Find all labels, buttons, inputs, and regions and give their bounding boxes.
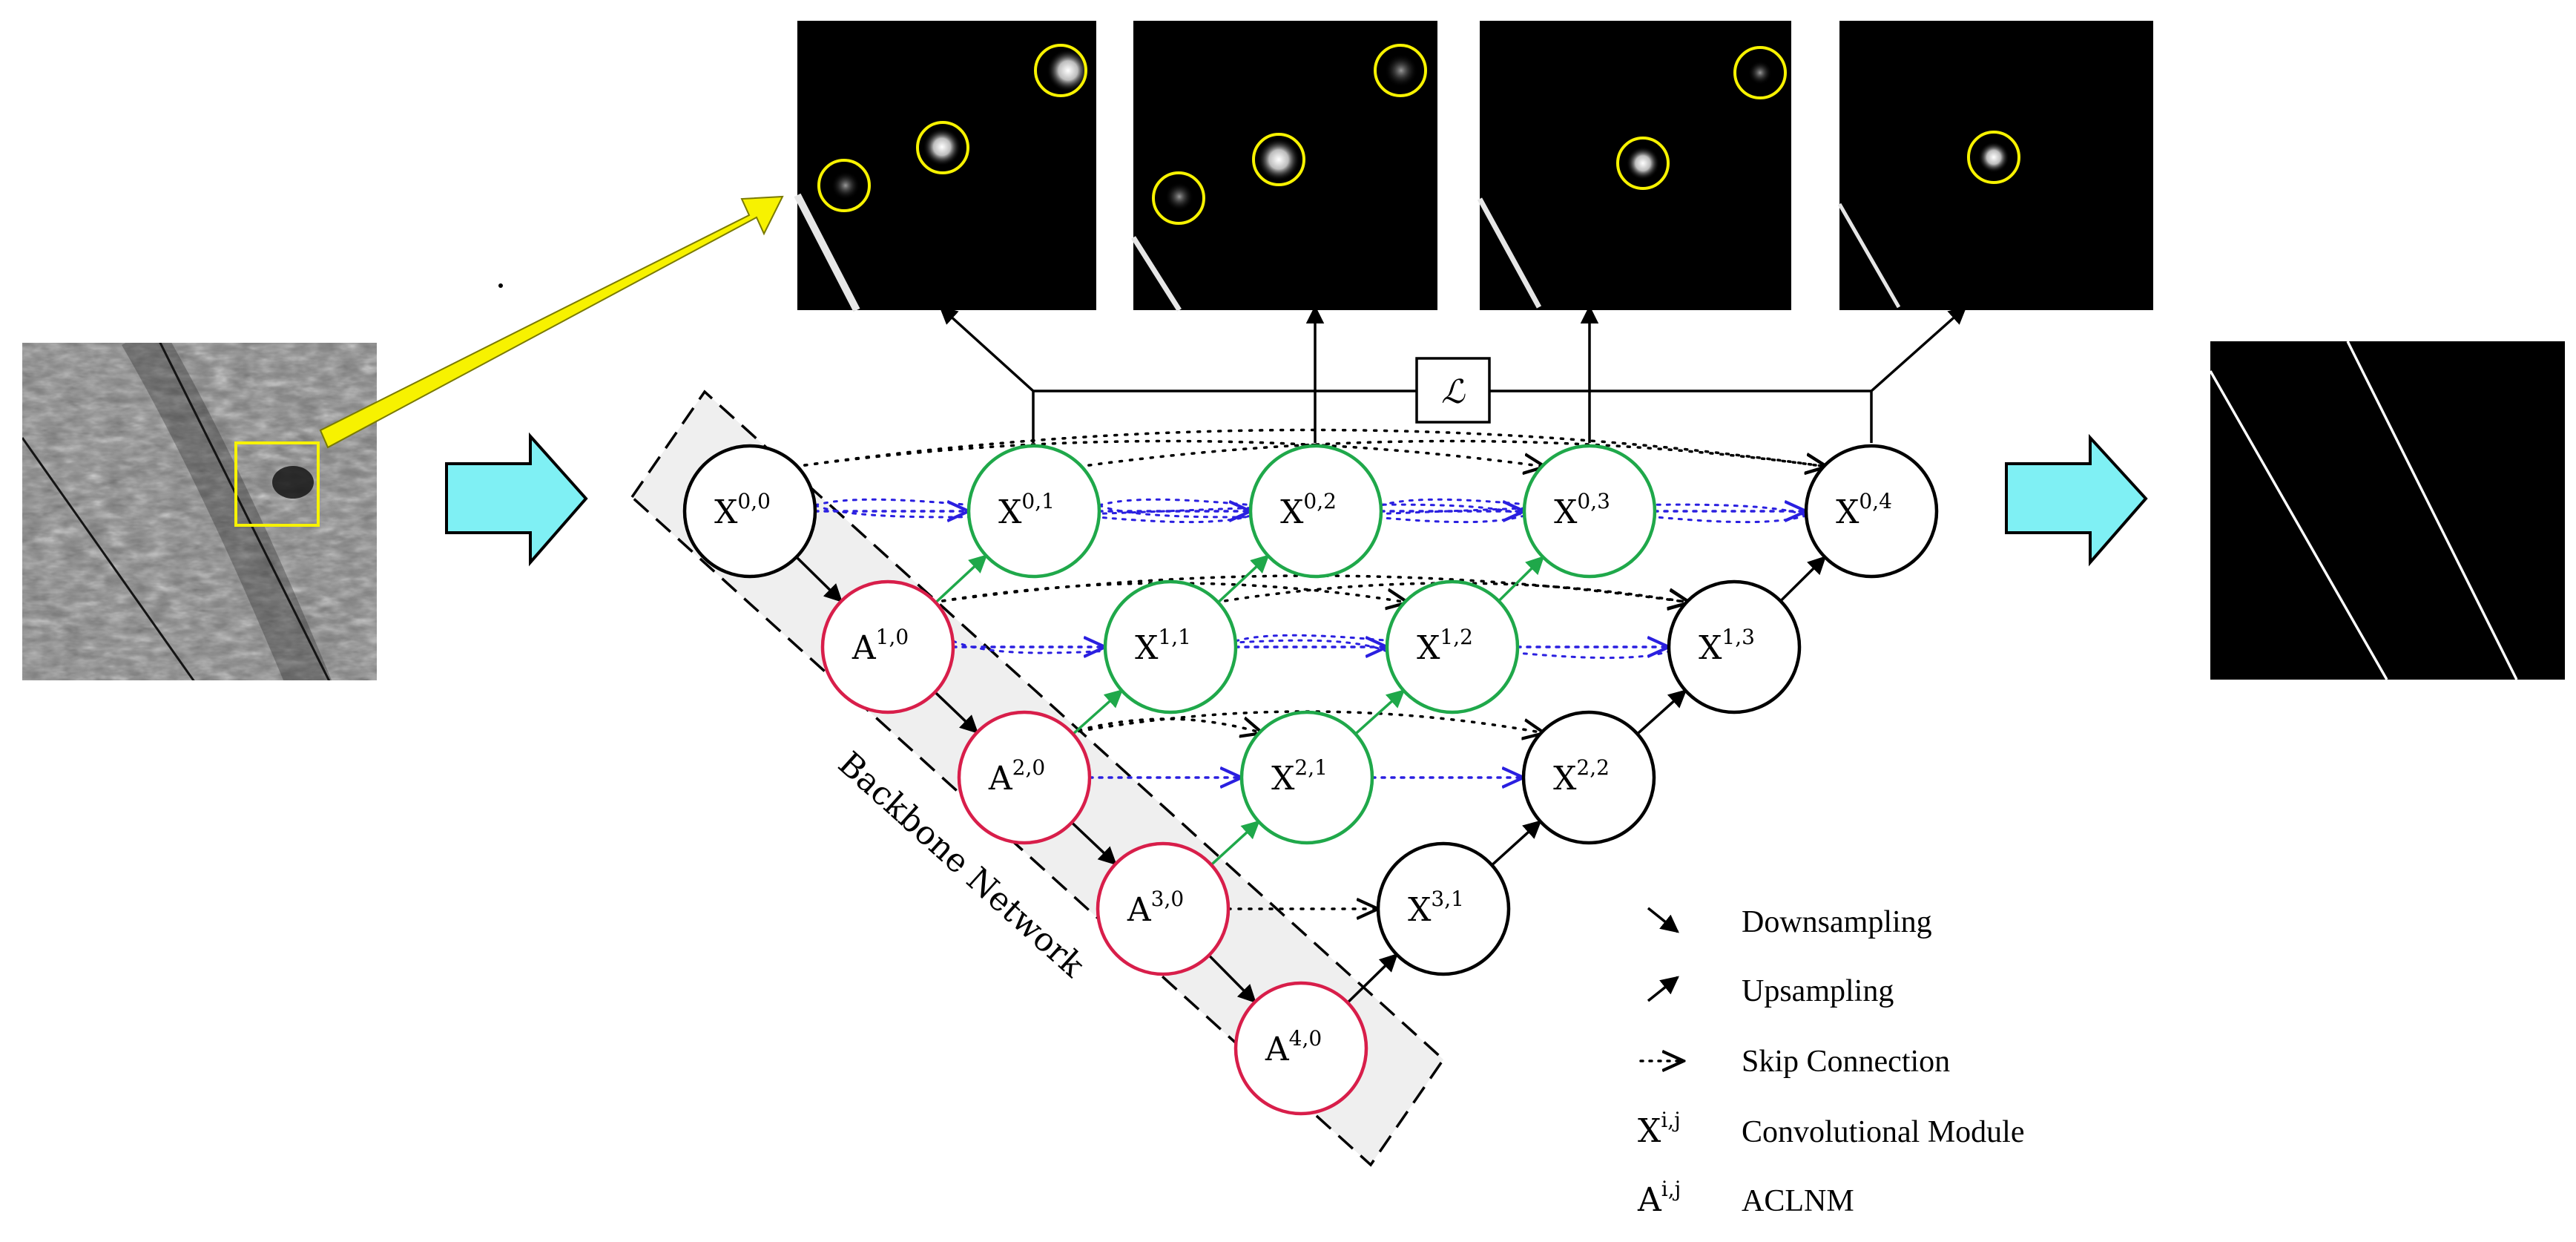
node-a20: A2,0 xyxy=(957,710,1092,845)
node-label: A3,0 xyxy=(1127,887,1184,929)
node-x13: X1,3 xyxy=(1667,579,1802,714)
node-x03: X0,3 xyxy=(1522,444,1657,579)
upsampling-edge xyxy=(1072,689,1124,735)
node-x22: X2,2 xyxy=(1521,710,1656,845)
output-mask-image xyxy=(2210,341,2565,680)
dense-skip-arc xyxy=(1234,634,1670,660)
node-x31: X3,1 xyxy=(1376,841,1511,976)
target-ring xyxy=(1733,46,1787,99)
downsampling-icon xyxy=(1647,907,1679,933)
node-x04: X0,4 xyxy=(1804,444,1939,579)
target-ring xyxy=(1152,171,1205,225)
upsampling-icon xyxy=(1647,976,1679,1002)
node-a30: A3,0 xyxy=(1096,841,1231,976)
node-label: A4,0 xyxy=(1265,1026,1322,1068)
loss-box xyxy=(1415,357,1491,424)
target-ring xyxy=(1252,133,1305,186)
target-ring xyxy=(1967,131,2020,184)
downsampling-edge xyxy=(934,691,979,734)
legend-item-5: Ai,j ACLNM xyxy=(1637,1177,1854,1219)
node-x01: X0,1 xyxy=(966,444,1101,579)
node-label: X2,1 xyxy=(1271,755,1328,798)
feature-map-2 xyxy=(1131,21,1437,312)
roi-box xyxy=(234,441,320,527)
legend-label: Downsampling xyxy=(1742,905,1932,939)
upsampling-edge xyxy=(1210,820,1260,866)
node-label: X1,1 xyxy=(1135,625,1191,667)
feature-map-3 xyxy=(1477,21,1791,310)
legend-label: Convolutional Module xyxy=(1742,1115,2025,1149)
target-ring xyxy=(1034,44,1087,97)
upsampling-edge xyxy=(1346,953,1398,1004)
skip-arc xyxy=(1067,719,1262,733)
node-a40: A4,0 xyxy=(1233,981,1368,1116)
upsampling-edge xyxy=(1498,556,1545,602)
output-flow-arrow xyxy=(2005,433,2148,567)
loss-symbol: ℒ xyxy=(1441,373,1466,411)
target-ring xyxy=(817,159,871,212)
legend-item-1: Downsampling xyxy=(1647,905,1932,939)
node-x00: X0,0 xyxy=(682,444,817,579)
upsampling-edge xyxy=(1354,689,1406,735)
skip-arc xyxy=(1077,439,1827,467)
node-label: X2,2 xyxy=(1553,755,1610,798)
target-ring xyxy=(1616,137,1670,190)
upsampling-edge xyxy=(935,554,988,604)
input-image xyxy=(22,343,377,680)
input-flow-arrow xyxy=(445,432,588,567)
node-label: X0,1 xyxy=(998,489,1055,531)
legend-item-3: Skip Connection xyxy=(1639,1045,1950,1079)
legend-label: Upsampling xyxy=(1742,974,1894,1008)
skip-arc xyxy=(793,428,1827,467)
dense-skip-arc xyxy=(814,503,1526,519)
legend-symbol: Xi,j xyxy=(1638,1108,1681,1150)
upsampling-edge xyxy=(1217,554,1270,604)
legend-item-4: Xi,j Convolutional Module xyxy=(1638,1108,2025,1150)
target-ring xyxy=(916,121,969,174)
downsampling-edge xyxy=(1208,954,1256,1004)
skip-arc xyxy=(793,439,1545,467)
node-x02: X0,2 xyxy=(1248,444,1383,579)
node-label: X0,2 xyxy=(1280,489,1337,531)
feature-maps xyxy=(794,21,2153,312)
node-x12: X1,2 xyxy=(1385,579,1520,714)
legend-item-2: Upsampling xyxy=(1647,974,1894,1008)
node-label: X0,4 xyxy=(1836,489,1892,531)
node-label: X0,0 xyxy=(714,489,771,531)
downsampling-edge xyxy=(1070,821,1117,866)
target-ring xyxy=(1374,44,1427,97)
upsampling-edge xyxy=(1636,689,1687,735)
node-label: X3,1 xyxy=(1408,887,1464,929)
node-label: A1,0 xyxy=(851,625,909,667)
feature-map-1 xyxy=(794,21,1096,312)
upsampling-edge xyxy=(1491,820,1542,867)
upsampling-edge xyxy=(1779,556,1827,602)
legend-label: Skip Connection xyxy=(1742,1045,1950,1079)
node-label: X0,3 xyxy=(1554,489,1610,531)
node-x11: X1,1 xyxy=(1103,579,1238,714)
feature-map-4 xyxy=(1837,21,2153,310)
downsampling-edge xyxy=(795,556,843,603)
node-label: X1,2 xyxy=(1417,625,1473,667)
legend-label: ACLNM xyxy=(1742,1184,1854,1218)
node-label: A2,0 xyxy=(988,755,1045,798)
nodes: X0,0 X0,1 X0,2 X0,3 X0,4A1,0 X1,1 X1,2 X1,3A2,0… xyxy=(682,444,1939,1116)
node-x21: X2,1 xyxy=(1239,710,1374,845)
legend-symbol: Ai,j xyxy=(1637,1177,1681,1219)
dense-skip-arc xyxy=(1098,503,1808,519)
node-label: X1,3 xyxy=(1699,625,1755,667)
zoom-arrow xyxy=(319,195,784,449)
dot-mark xyxy=(498,283,503,288)
node-a10: A1,0 xyxy=(820,579,955,714)
